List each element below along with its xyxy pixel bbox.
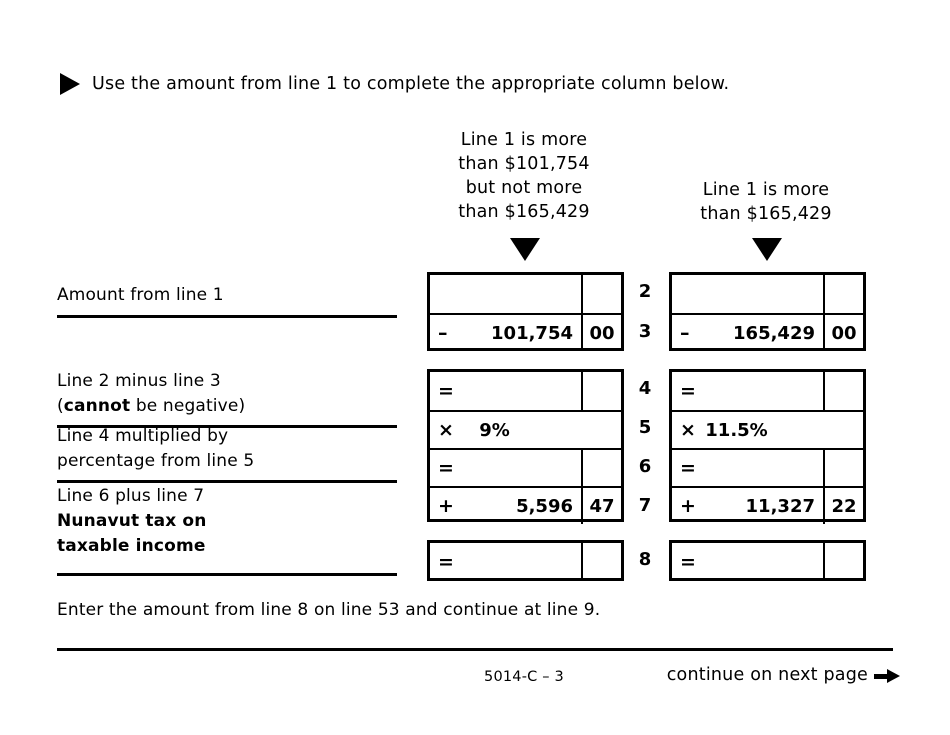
operator-symbol: – — [680, 322, 690, 344]
cents-cell[interactable] — [823, 372, 863, 410]
continue-label: continue on next page — [666, 665, 868, 685]
percentage-value: 9% — [479, 419, 510, 441]
percentage-value: 11.5% — [705, 419, 768, 441]
entry-row: = — [672, 372, 863, 410]
operator-symbol: × — [680, 419, 696, 441]
form-code: 5014-C – 3 — [484, 669, 564, 685]
column-header-2: Line 1 is more than $165,429 — [666, 178, 866, 226]
amount-value: 11,327 — [745, 495, 815, 517]
triangle-down-icon — [752, 238, 782, 261]
entry-row: – 101,754 00 — [430, 313, 621, 351]
cents-cell[interactable] — [823, 543, 863, 581]
entry-row: = — [430, 372, 621, 410]
row-label: Amount from line 1 — [57, 283, 397, 318]
cents-cell[interactable] — [823, 450, 863, 486]
entry-row — [672, 275, 863, 313]
dollars-cell[interactable] — [672, 275, 823, 313]
dollars-cell[interactable]: = — [672, 450, 823, 486]
dollars-cell[interactable]: = — [430, 372, 581, 410]
column-header-1: Line 1 is more than $101,754 but not more t… — [424, 128, 624, 224]
entry-row: = — [430, 448, 621, 486]
line-number: 4 — [638, 378, 652, 399]
entry-row: = — [430, 543, 621, 581]
dollars-cell[interactable]: – 165,429 — [672, 315, 823, 351]
operator-symbol: = — [438, 457, 454, 479]
entry-row: = — [672, 448, 863, 486]
dollars-cell[interactable]: = — [430, 543, 581, 581]
instruction-line: Use the amount from line 1 to complete t… — [60, 72, 729, 95]
cents-cell[interactable] — [581, 372, 621, 410]
cents-cell[interactable] — [581, 450, 621, 486]
arrow-right-icon — [874, 669, 900, 683]
entry-row: – 165,429 00 — [672, 313, 863, 351]
operator-symbol: = — [680, 380, 696, 402]
line-number: 6 — [638, 456, 652, 477]
dollars-cell[interactable]: = — [430, 450, 581, 486]
entry-row: × 9% — [430, 410, 621, 448]
entry-block: = — [427, 540, 624, 581]
dollars-cell[interactable]: +11,327 — [672, 488, 823, 524]
row-label: Line 2 minus line 3(cannot be negative) — [57, 369, 397, 428]
line-number: 7 — [638, 495, 652, 516]
dollars-cell[interactable]: × 9% — [430, 412, 621, 448]
column-header-line: than $101,754 — [458, 154, 590, 174]
line-number: 8 — [638, 549, 652, 570]
amount-value: 165,429 — [733, 322, 815, 344]
column-header-line: but not more — [465, 178, 583, 198]
dollars-cell[interactable]: +5,596 — [430, 488, 581, 524]
footer-divider — [57, 648, 893, 651]
column-header-line: than $165,429 — [700, 204, 832, 224]
entry-block: – 101,754 00 — [427, 272, 624, 351]
operator-symbol: = — [680, 457, 696, 479]
triangle-right-icon — [60, 73, 80, 95]
operator-symbol: + — [680, 495, 696, 517]
operator-symbol: = — [438, 551, 454, 573]
column-header-line: Line 1 is more — [460, 130, 588, 150]
dollars-cell[interactable]: – 101,754 — [430, 315, 581, 351]
amount-value: 101,754 — [491, 322, 573, 344]
line-number: 5 — [638, 417, 652, 438]
entry-row: = — [672, 543, 863, 581]
entry-block: = — [669, 540, 866, 581]
closing-note: Enter the amount from line 8 on line 53 … — [57, 600, 601, 620]
continue-next-page: continue on next page — [667, 665, 900, 685]
operator-symbol: × — [438, 419, 454, 441]
cents-cell[interactable]: 22 — [823, 488, 863, 524]
triangle-down-icon — [510, 238, 540, 261]
amount-value: 5,596 — [516, 495, 573, 517]
cents-cell[interactable]: 00 — [581, 315, 621, 351]
dollars-cell[interactable] — [430, 275, 581, 313]
column-header-line: than $165,429 — [458, 202, 590, 222]
instruction-text: Use the amount from line 1 to complete t… — [92, 73, 730, 94]
cents-cell[interactable] — [581, 275, 621, 313]
operator-symbol: = — [680, 551, 696, 573]
cents-cell[interactable]: 00 — [823, 315, 863, 351]
operator-symbol: + — [438, 495, 454, 517]
entry-row — [430, 275, 621, 313]
dollars-cell[interactable]: = — [672, 543, 823, 581]
dollars-cell[interactable]: = — [672, 372, 823, 410]
cents-cell[interactable] — [581, 543, 621, 581]
entry-block: – 165,429 00 — [669, 272, 866, 351]
line-number: 2 — [638, 281, 652, 302]
cents-cell[interactable]: 47 — [581, 488, 621, 524]
operator-symbol: – — [438, 322, 448, 344]
operator-symbol: = — [438, 380, 454, 402]
entry-row: × 11.5% — [672, 410, 863, 448]
cents-cell[interactable] — [823, 275, 863, 313]
dollars-cell[interactable]: × 11.5% — [672, 412, 863, 448]
column-header-line: Line 1 is more — [702, 180, 830, 200]
line-number: 3 — [638, 321, 652, 342]
